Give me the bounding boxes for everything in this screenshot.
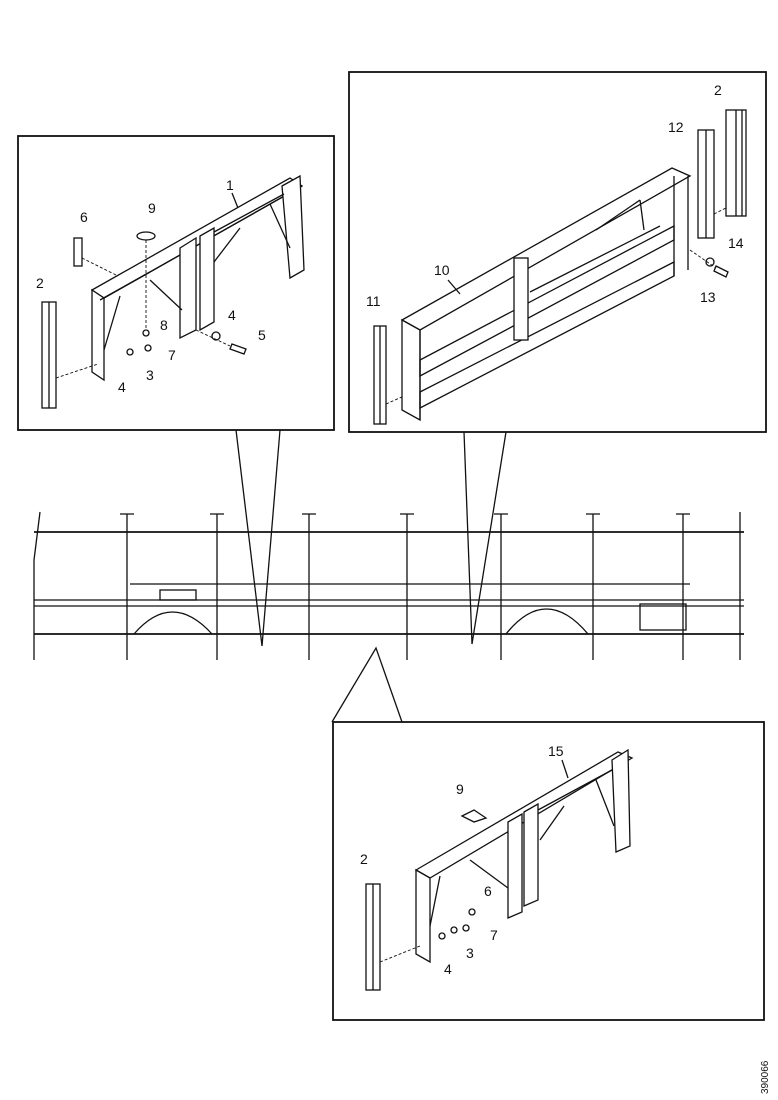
callout-7-bottom: 7 [490,927,498,943]
detail-panel-bottom: 15 9 2 6 7 3 4 [332,721,765,1021]
callout-2: 2 [36,275,44,291]
callout-9: 9 [148,200,156,216]
callout-12: 12 [668,119,684,135]
callout-11: 11 [366,293,381,309]
bracket-6 [73,237,83,267]
post-2-bottom [365,883,381,991]
callout-6-bottom: 6 [484,883,492,899]
callout-7: 7 [168,347,176,363]
callout-3: 3 [146,367,154,383]
post-11 [373,325,387,425]
side-panel-10 [400,167,692,422]
post-12 [697,129,715,239]
fasteners-right [705,257,729,278]
post-2-left [41,301,57,409]
callout-15: 15 [548,743,564,759]
fasteners-left [126,329,247,356]
plate-9-bottom [460,809,488,823]
callout-14: 14 [728,235,744,251]
pointer-wedges [235,429,507,723]
callout-13: 13 [700,289,716,305]
callout-6: 6 [80,209,88,225]
post-2-right [725,109,747,217]
callout-1: 1 [226,177,234,193]
detail-panel-top-left: 1 6 9 2 8 4 5 7 3 4 [17,135,335,431]
detail-panel-top-right: 2 12 14 13 10 11 [348,71,767,433]
callout-2-bottom: 2 [360,851,368,867]
callout-9-bottom: 9 [456,781,464,797]
figure-code: 390066 [760,1060,771,1094]
callout-10: 10 [434,262,450,278]
overview-posts [120,513,690,660]
callout-2-right: 2 [714,82,722,98]
callout-5: 5 [258,327,266,343]
callout-3-bottom: 3 [466,945,474,961]
callout-4b: 4 [118,379,126,395]
callout-4: 4 [228,307,236,323]
fasteners-bottom [438,908,476,940]
callout-8: 8 [160,317,168,333]
callout-4-bottom: 4 [444,961,452,977]
frame-assembly-15 [414,748,634,964]
plate-9 [136,231,156,241]
overview-elevation [33,511,744,660]
frame-assembly-1 [90,174,305,382]
